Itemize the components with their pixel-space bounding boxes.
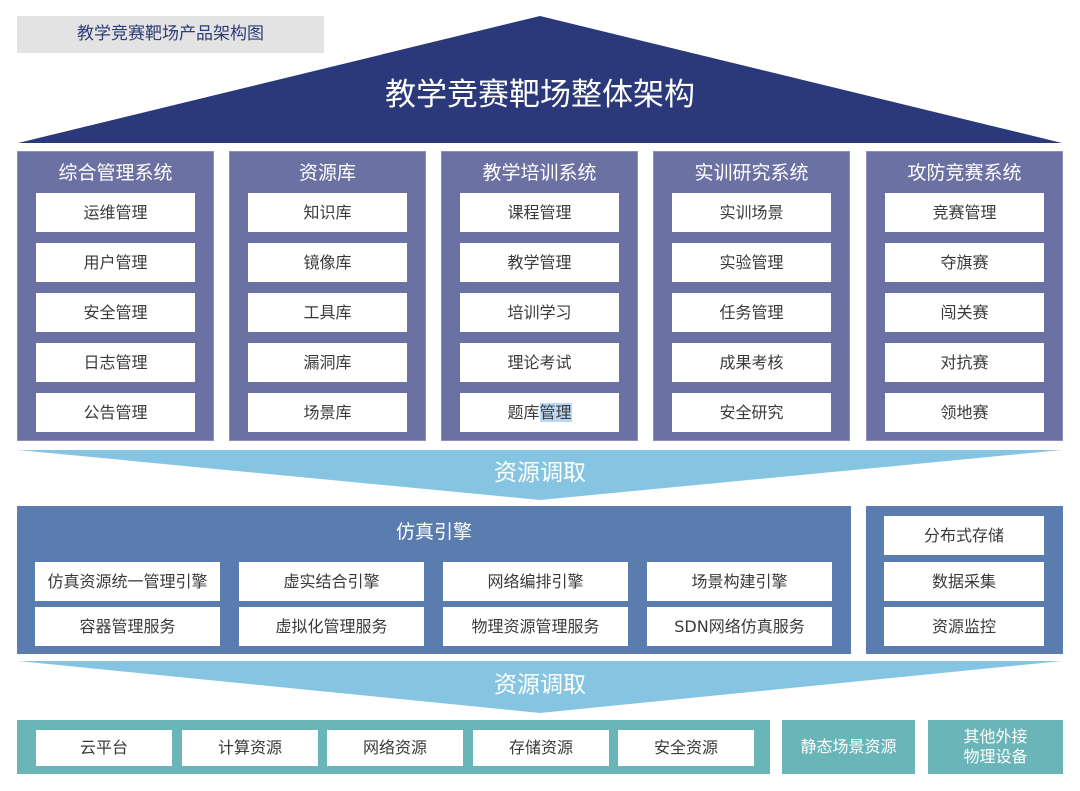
side-service: 数据采集 <box>884 562 1044 601</box>
column-title: 攻防竞赛系统 <box>907 162 1022 184</box>
arrow-label-upper: 资源调取 <box>494 460 586 486</box>
column-title: 教学培训系统 <box>482 162 597 184</box>
infrastructure-item: 云平台 <box>36 730 172 766</box>
engine-service: SDN网络仿真服务 <box>647 607 832 646</box>
module-box: 实验管理 <box>672 243 831 282</box>
module-box: 闯关赛 <box>885 293 1044 332</box>
engine-title: 仿真引擎 <box>395 521 472 543</box>
module-box: 领地赛 <box>885 393 1044 432</box>
side-service: 分布式存储 <box>884 516 1044 555</box>
module-box: 镜像库 <box>248 243 407 282</box>
infrastructure-item: 计算资源 <box>182 730 318 766</box>
system-column-teaching: 教学培训系统 课程管理 教学管理 培训学习 理论考试 题库管理 <box>441 151 638 441</box>
system-column-resource-library: 资源库 知识库 镜像库 工具库 漏洞库 场景库 <box>229 151 426 441</box>
column-title: 实训研究系统 <box>694 162 809 184</box>
arrow-label-lower: 资源调取 <box>494 672 586 698</box>
engine-service: 容器管理服务 <box>35 607 220 646</box>
module-box: 漏洞库 <box>248 343 407 382</box>
module-box: 日志管理 <box>36 343 195 382</box>
module-box: 竞赛管理 <box>885 193 1044 232</box>
system-column-practice-research: 实训研究系统 实训场景 实验管理 任务管理 成果考核 安全研究 <box>653 151 850 441</box>
side-services-panel: 分布式存储 数据采集 资源监控 <box>866 506 1063 654</box>
module-box: 理论考试 <box>460 343 619 382</box>
module-box: 运维管理 <box>36 193 195 232</box>
simulation-engine-panel: 仿真引擎 仿真资源统一管理引擎 虚实结合引擎 网络编排引擎 场景构建引擎 容器管… <box>17 506 851 654</box>
module-box: 知识库 <box>248 193 407 232</box>
column-title: 资源库 <box>298 162 356 184</box>
external-line-1: 其他外接 <box>963 727 1028 746</box>
diagram-caption: 教学竞赛靶场产品架构图 <box>17 16 324 53</box>
infrastructure-item: 安全资源 <box>618 730 754 766</box>
engine-component: 仿真资源统一管理引擎 <box>35 562 220 601</box>
engine-service: 物理资源管理服务 <box>443 607 628 646</box>
external-line-2: 物理设备 <box>963 747 1028 766</box>
module-box: 教学管理 <box>460 243 619 282</box>
module-box: 任务管理 <box>672 293 831 332</box>
roof-title: 教学竞赛靶场整体架构 <box>385 77 695 113</box>
module-box: 用户管理 <box>36 243 195 282</box>
module-box: 公告管理 <box>36 393 195 432</box>
module-box: 场景库 <box>248 393 407 432</box>
roof-triangle <box>18 16 1062 143</box>
engine-component: 网络编排引擎 <box>443 562 628 601</box>
system-column-management: 综合管理系统 运维管理 用户管理 安全管理 日志管理 公告管理 <box>17 151 214 441</box>
module-box: 成果考核 <box>672 343 831 382</box>
module-box: 实训场景 <box>672 193 831 232</box>
module-box: 对抗赛 <box>885 343 1044 382</box>
column-title: 综合管理系统 <box>58 162 173 184</box>
infrastructure-item: 网络资源 <box>327 730 463 766</box>
module-text: 题库 <box>507 403 540 422</box>
arrow-band-lower <box>18 661 1062 713</box>
infrastructure-layer: 云平台 计算资源 网络资源 存储资源 安全资源 <box>17 720 770 774</box>
side-service: 资源监控 <box>884 607 1044 646</box>
module-box: 安全研究 <box>672 393 831 432</box>
external-physical-devices: 其他外接 物理设备 <box>928 720 1063 774</box>
module-box-question-bank: 题库管理 <box>460 393 619 432</box>
module-box: 培训学习 <box>460 293 619 332</box>
engine-component: 场景构建引擎 <box>647 562 832 601</box>
engine-service: 虚拟化管理服务 <box>239 607 424 646</box>
system-column-competition: 攻防竞赛系统 竞赛管理 夺旗赛 闯关赛 对抗赛 领地赛 <box>866 151 1063 441</box>
module-box: 安全管理 <box>36 293 195 332</box>
module-box: 课程管理 <box>460 193 619 232</box>
module-box: 夺旗赛 <box>885 243 1044 282</box>
arrow-band-upper <box>18 450 1062 500</box>
module-box: 工具库 <box>248 293 407 332</box>
engine-component: 虚实结合引擎 <box>239 562 424 601</box>
selected-text-highlight[interactable]: 管理 <box>539 403 572 422</box>
infrastructure-item: 存储资源 <box>473 730 609 766</box>
static-scene-resources: 静态场景资源 <box>782 720 915 774</box>
